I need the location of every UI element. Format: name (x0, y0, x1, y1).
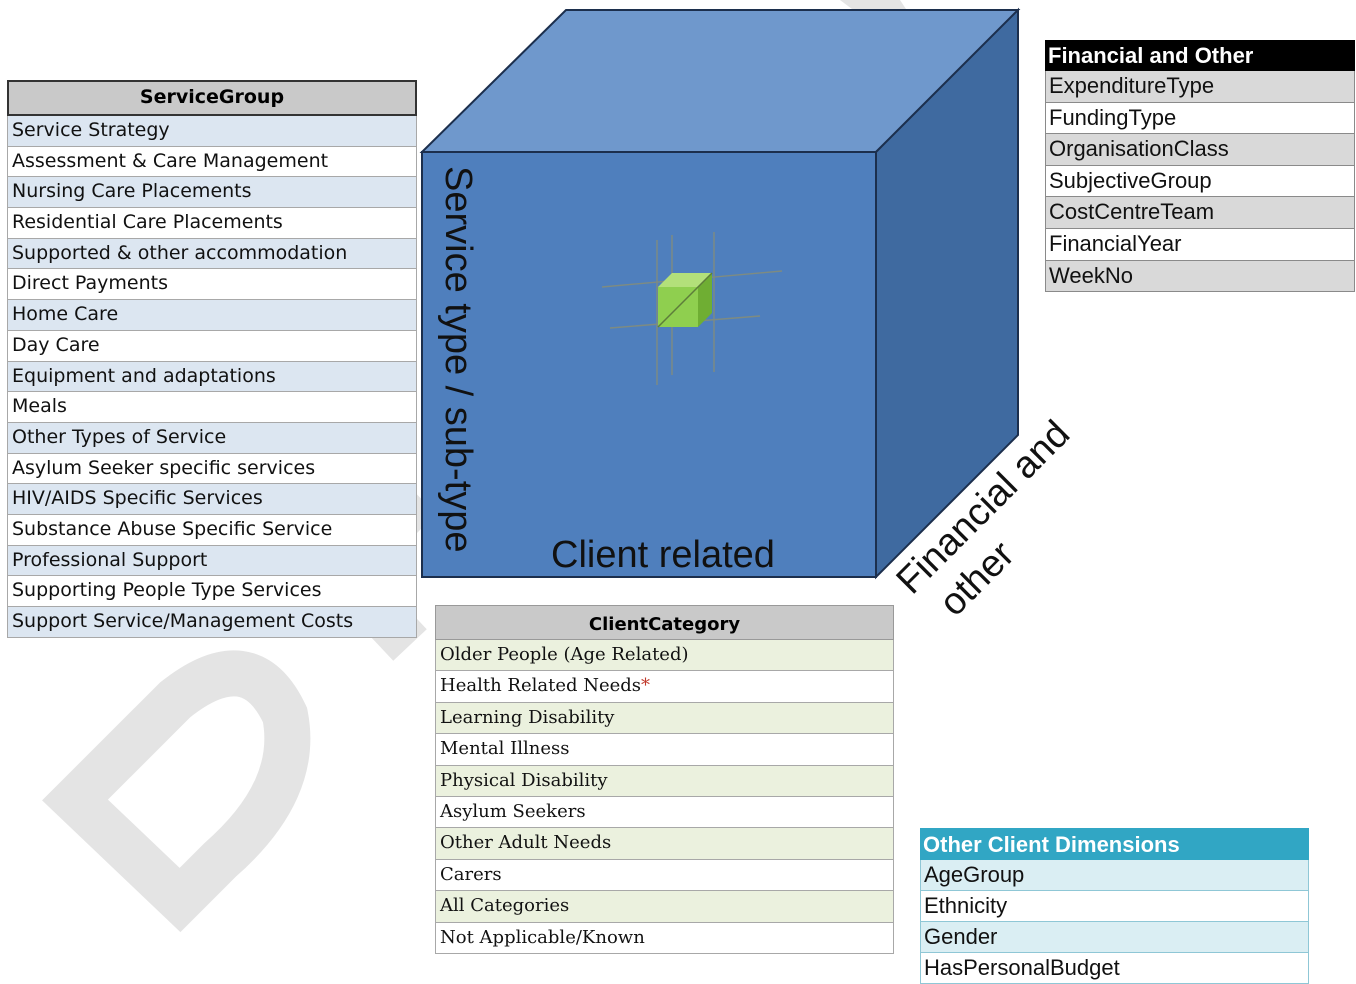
financial-other-header: Financial and Other (1045, 40, 1355, 71)
axis-label-service-type: Service type / sub-type (437, 166, 479, 553)
service-group-item: Substance Abuse Specific Service (7, 514, 417, 546)
client-category-table: ClientCategory Older People (Age Related… (435, 605, 894, 954)
required-asterisk: * (641, 675, 651, 697)
service-group-item: Supported & other accommodation (7, 238, 417, 270)
service-group-table: ServiceGroup Service Strategy Assessment… (7, 80, 417, 638)
financial-other-item: ExpenditureType (1045, 71, 1355, 103)
other-client-dimensions-table: Other Client Dimensions AgeGroup Ethnici… (920, 828, 1309, 984)
service-group-item: Professional Support (7, 545, 417, 577)
client-category-header: ClientCategory (435, 605, 894, 640)
client-category-item: Mental Illness (435, 734, 894, 766)
client-category-item: Physical Disability (435, 765, 894, 797)
service-group-item: Asylum Seeker specific services (7, 453, 417, 485)
financial-other-item: FundingType (1045, 102, 1355, 135)
client-category-item: Other Adult Needs (435, 828, 894, 860)
client-category-item: Asylum Seekers (435, 796, 894, 829)
service-group-item: Assessment & Care Management (7, 146, 417, 178)
cube-front-face (421, 151, 877, 578)
service-group-item: Day Care (7, 330, 417, 362)
service-group-item: Supporting People Type Services (7, 576, 417, 607)
cube-cell (657, 272, 713, 328)
client-category-item: Learning Disability (435, 702, 894, 735)
service-group-item: Direct Payments (7, 269, 417, 301)
service-group-item: Service Strategy (7, 116, 417, 147)
service-group-item: Residential Care Placements (7, 208, 417, 239)
service-group-item: Meals (7, 392, 417, 423)
financial-other-item: OrganisationClass (1045, 134, 1355, 166)
service-group-item: Other Types of Service (7, 422, 417, 454)
watermark-letter-d (42, 650, 311, 933)
service-group-header: ServiceGroup (7, 80, 417, 116)
financial-other-item: WeekNo (1045, 260, 1355, 293)
client-category-item-label: Health Related Needs (440, 675, 642, 697)
client-category-item: All Categories (435, 891, 894, 923)
service-group-item: Support Service/Management Costs (7, 607, 417, 638)
service-group-item: Nursing Care Placements (7, 177, 417, 209)
client-category-item: Older People (Age Related) (435, 640, 894, 672)
other-client-dimension-item: Gender (920, 922, 1309, 953)
financial-other-item: SubjectiveGroup (1045, 165, 1355, 198)
service-group-item: Equipment and adaptations (7, 361, 417, 393)
service-group-item: Home Care (7, 300, 417, 331)
axis-label-client-related: Client related (551, 534, 775, 576)
service-group-item: HIV/AIDS Specific Services (7, 484, 417, 515)
other-client-dimension-item: AgeGroup (920, 860, 1309, 891)
client-category-item: Carers (435, 859, 894, 892)
other-client-dimension-item: HasPersonalBudget (920, 953, 1309, 984)
financial-other-table: Financial and Other ExpenditureType Fund… (1045, 40, 1355, 293)
other-client-dimensions-header: Other Client Dimensions (920, 828, 1309, 860)
financial-other-item: FinancialYear (1045, 228, 1355, 261)
client-category-item: Not Applicable/Known (435, 922, 894, 954)
client-category-item: Health Related Needs* (435, 671, 894, 703)
other-client-dimension-item: Ethnicity (920, 891, 1309, 922)
financial-other-item: CostCentreTeam (1045, 197, 1355, 229)
